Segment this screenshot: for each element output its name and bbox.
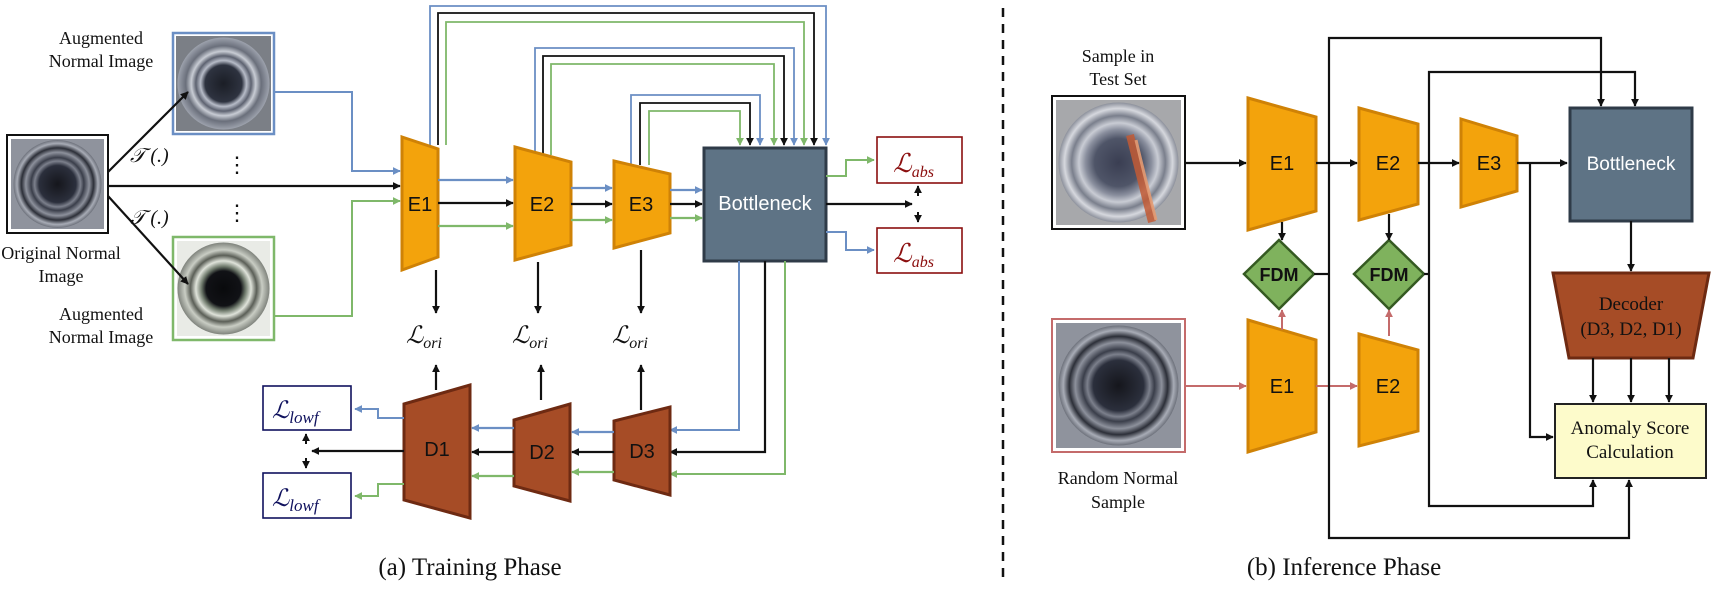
fdm-block-2 <box>1352 238 1426 311</box>
inference-decoder-label: Decoder <box>1599 294 1664 315</box>
ellipsis-top: ⋮ <box>226 152 248 177</box>
augmented-label-bottom: Augmented <box>59 304 143 324</box>
transform-label-top: 𝒯 (.) <box>130 145 169 167</box>
fdm-label-2: FDM <box>1370 265 1409 285</box>
inference-encoder-e2-top <box>1357 106 1420 222</box>
svg-text:ℒlowf: ℒlowf <box>272 398 321 427</box>
inference-encoder-e1-top <box>1246 96 1318 232</box>
loss-lowf-bottom: ℒlowf <box>262 472 352 519</box>
inference-bottleneck-label: Bottleneck <box>1587 154 1676 175</box>
decoder-d3 <box>612 405 672 497</box>
encoder-e1 <box>400 134 440 273</box>
augmented-label-top: Augmented <box>59 28 143 48</box>
encoder-e3-label: E3 <box>629 194 653 216</box>
loss-lowf-top: ℒlowf <box>262 385 352 431</box>
bottleneck-block <box>702 146 828 263</box>
random-normal-sample-image <box>1051 318 1186 453</box>
ellipsis-bottom: ⋮ <box>226 200 248 225</box>
inference-bottleneck-block <box>1568 106 1694 223</box>
svg-text:ℒabs: ℒabs <box>893 239 934 271</box>
inference-e2-top-label: E2 <box>1376 153 1400 175</box>
inference-decoder-label-2: (D3, D2, D1) <box>1580 319 1681 340</box>
inference-e2-bottom-label: E2 <box>1376 376 1400 398</box>
fdm-label-1: FDM <box>1260 265 1299 285</box>
random-sample-label: Random Normal <box>1058 468 1178 488</box>
decoder-d3-label: D3 <box>629 441 655 463</box>
test-sample-label-2: Test Set <box>1089 69 1146 89</box>
test-sample-label: Sample in <box>1082 46 1155 66</box>
decoder-d2 <box>512 402 572 503</box>
anomaly-score-block <box>1554 403 1707 479</box>
inference-e1-top-label: E1 <box>1270 153 1294 175</box>
inference-decoder-block <box>1551 271 1711 360</box>
test-sample-image <box>1051 95 1186 230</box>
loss-ori-e2: ℒori <box>512 323 548 352</box>
augmented-image-bottom <box>171 235 276 342</box>
encoder-e2-label: E2 <box>530 194 554 216</box>
encoder-e2 <box>513 145 573 262</box>
loss-ori-e3: ℒori <box>612 323 648 352</box>
decoder-d2-label: D2 <box>529 442 555 464</box>
loss-abs-bottom: ℒabs <box>876 227 963 274</box>
svg-text:ℒabs: ℒabs <box>893 149 934 181</box>
caption-training: (a) Training Phase <box>378 554 561 581</box>
inference-encoder-e2-bottom <box>1357 332 1420 448</box>
caption-inference: (b) Inference Phase <box>1247 554 1441 581</box>
encoder-e3 <box>612 159 672 250</box>
inference-encoder-e1-bottom <box>1246 317 1318 455</box>
decoder-d1 <box>402 383 472 520</box>
random-sample-label-2: Sample <box>1091 492 1145 512</box>
fdm-block-1 <box>1242 238 1316 311</box>
loss-abs-top: ℒabs <box>876 136 963 184</box>
svg-text:ℒlowf: ℒlowf <box>272 486 321 515</box>
original-label: Original Normal <box>1 243 120 263</box>
transform-label-bottom: 𝒯 (.) <box>130 207 169 229</box>
anomaly-score-label-2: Calculation <box>1586 442 1674 463</box>
decoder-d1-label: D1 <box>424 439 450 461</box>
inference-e3-top-label: E3 <box>1477 153 1501 175</box>
skip-connections <box>429 5 830 165</box>
loss-ori-e1: ℒori <box>406 323 442 352</box>
bottleneck-label: Bottleneck <box>718 193 812 215</box>
encoder-e1-label: E1 <box>408 194 432 216</box>
original-label-2: Image <box>39 266 84 286</box>
augmented-label-top-2: Normal Image <box>49 51 153 71</box>
inference-e1-bottom-label: E1 <box>1270 376 1294 398</box>
anomaly-score-label: Anomaly Score <box>1571 418 1690 439</box>
augmented-label-bottom-2: Normal Image <box>49 327 153 347</box>
original-normal-image <box>6 134 109 234</box>
inference-encoder-e3-top <box>1459 116 1519 209</box>
augmented-image-top <box>171 31 276 136</box>
